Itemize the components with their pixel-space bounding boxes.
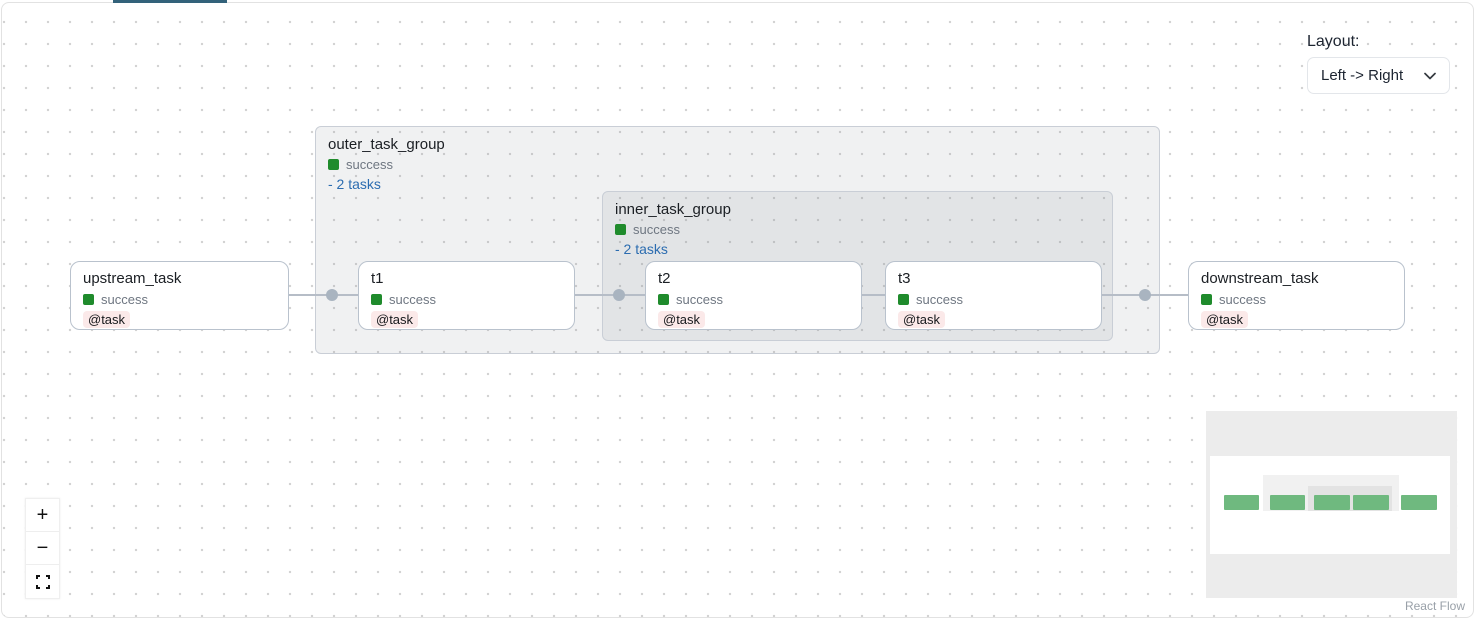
- success-status-icon: [83, 294, 94, 305]
- task-status: success: [898, 291, 1089, 308]
- minimap-node: [1314, 495, 1350, 510]
- fit-view-icon: [35, 574, 50, 589]
- task-status: success: [83, 291, 276, 308]
- layout-label: Layout:: [1307, 33, 1360, 50]
- react-flow-attribution: React Flow: [1404, 599, 1465, 613]
- task-node-upstream_task[interactable]: upstream_task success @task: [70, 261, 289, 330]
- task-title: t2: [658, 270, 671, 287]
- success-status-icon: [615, 224, 626, 235]
- status-label: success: [633, 222, 680, 237]
- task-title: t1: [371, 270, 384, 287]
- task-node-t1[interactable]: t1 success @task: [358, 261, 575, 330]
- group-status: success: [328, 156, 1147, 173]
- status-label: success: [676, 292, 723, 307]
- chevron-down-icon: [1424, 72, 1436, 80]
- status-label: success: [916, 292, 963, 307]
- group-status: success: [615, 221, 1100, 238]
- task-type-badge: @task: [83, 311, 131, 328]
- success-status-icon: [371, 294, 382, 305]
- minimap-node: [1353, 495, 1389, 510]
- task-node-t3[interactable]: t3 success @task: [885, 261, 1102, 330]
- task-node-t2[interactable]: t2 success @task: [645, 261, 862, 330]
- layout-select-value: Left -> Right: [1321, 67, 1404, 84]
- group-title: inner_task_group: [615, 201, 731, 218]
- task-node-downstream_task[interactable]: downstream_task success @task: [1188, 261, 1405, 330]
- status-label: success: [101, 292, 148, 307]
- minimap[interactable]: [1206, 411, 1457, 598]
- success-status-icon: [328, 159, 339, 170]
- zoom-out-button[interactable]: −: [26, 532, 59, 565]
- status-label: success: [389, 292, 436, 307]
- fit-view-button[interactable]: [26, 565, 59, 598]
- task-status: success: [371, 291, 562, 308]
- minus-icon: −: [36, 536, 49, 559]
- task-title: t3: [898, 270, 911, 287]
- minimap-node: [1224, 495, 1259, 510]
- group-collapse-link[interactable]: - 2 tasks: [615, 241, 668, 257]
- success-status-icon: [1201, 294, 1212, 305]
- zoom-in-button[interactable]: +: [26, 499, 59, 532]
- layout-panel: Layout: Left -> Right: [1307, 33, 1450, 94]
- active-tab-indicator: [113, 0, 227, 3]
- group-collapse-link[interactable]: - 2 tasks: [328, 176, 381, 192]
- task-type-badge: @task: [1201, 311, 1249, 328]
- task-status: success: [1201, 291, 1392, 308]
- minimap-node: [1270, 495, 1305, 510]
- layout-direction-select[interactable]: Left -> Right: [1307, 57, 1450, 94]
- zoom-controls: + −: [25, 498, 60, 599]
- task-type-badge: @task: [898, 311, 946, 328]
- status-label: success: [346, 157, 393, 172]
- plus-icon: +: [36, 503, 49, 526]
- task-type-badge: @task: [371, 311, 419, 328]
- status-label: success: [1219, 292, 1266, 307]
- success-status-icon: [658, 294, 669, 305]
- task-type-badge: @task: [658, 311, 706, 328]
- success-status-icon: [898, 294, 909, 305]
- task-title: downstream_task: [1201, 270, 1319, 287]
- task-status: success: [658, 291, 849, 308]
- task-title: upstream_task: [83, 270, 182, 287]
- minimap-node: [1401, 495, 1437, 510]
- group-title: outer_task_group: [328, 136, 445, 153]
